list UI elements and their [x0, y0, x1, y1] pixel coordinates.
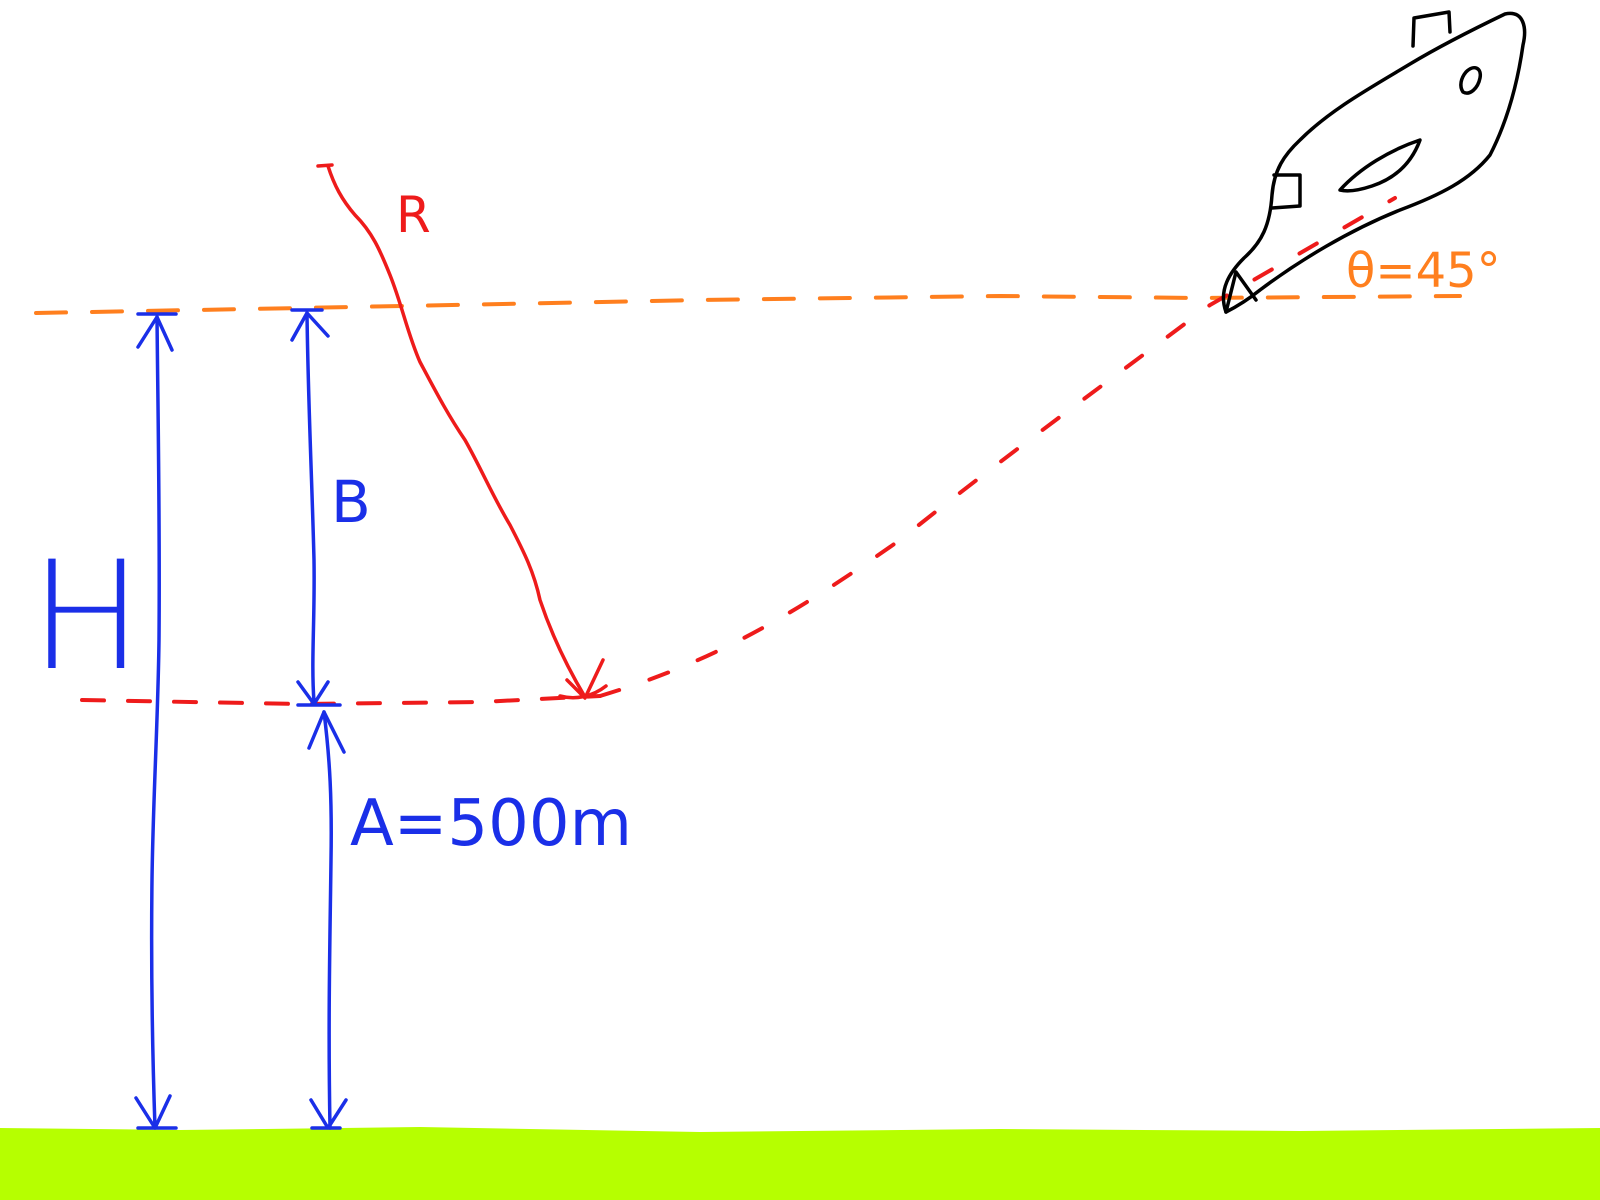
ground	[0, 1127, 1600, 1200]
r-arrow-line	[326, 164, 587, 699]
a-arrow-top	[307, 710, 346, 754]
r-arrow-tail-mark	[316, 163, 608, 700]
release-altitude-line	[34, 293, 1462, 315]
projectile-trajectory	[598, 196, 1397, 698]
a-dimension-line	[322, 710, 333, 1130]
b-dimension-line	[305, 311, 316, 704]
theta-label: θ=45°	[1346, 243, 1501, 299]
aircraft-sketch-icon	[1221, 10, 1527, 314]
b-arrow-bottom	[296, 680, 342, 707]
a-label: A=500m	[350, 787, 632, 861]
a-arrow-bottom	[309, 1098, 348, 1130]
b-arrow-top	[290, 308, 330, 342]
h-arrow-bottom	[134, 1094, 178, 1130]
r-label: R	[396, 186, 431, 244]
h-arrow-top	[136, 312, 178, 352]
h-label: H	[30, 530, 143, 704]
b-label: B	[331, 468, 371, 536]
lower-level-line	[80, 694, 602, 707]
h-dimension-line	[149, 315, 162, 1130]
